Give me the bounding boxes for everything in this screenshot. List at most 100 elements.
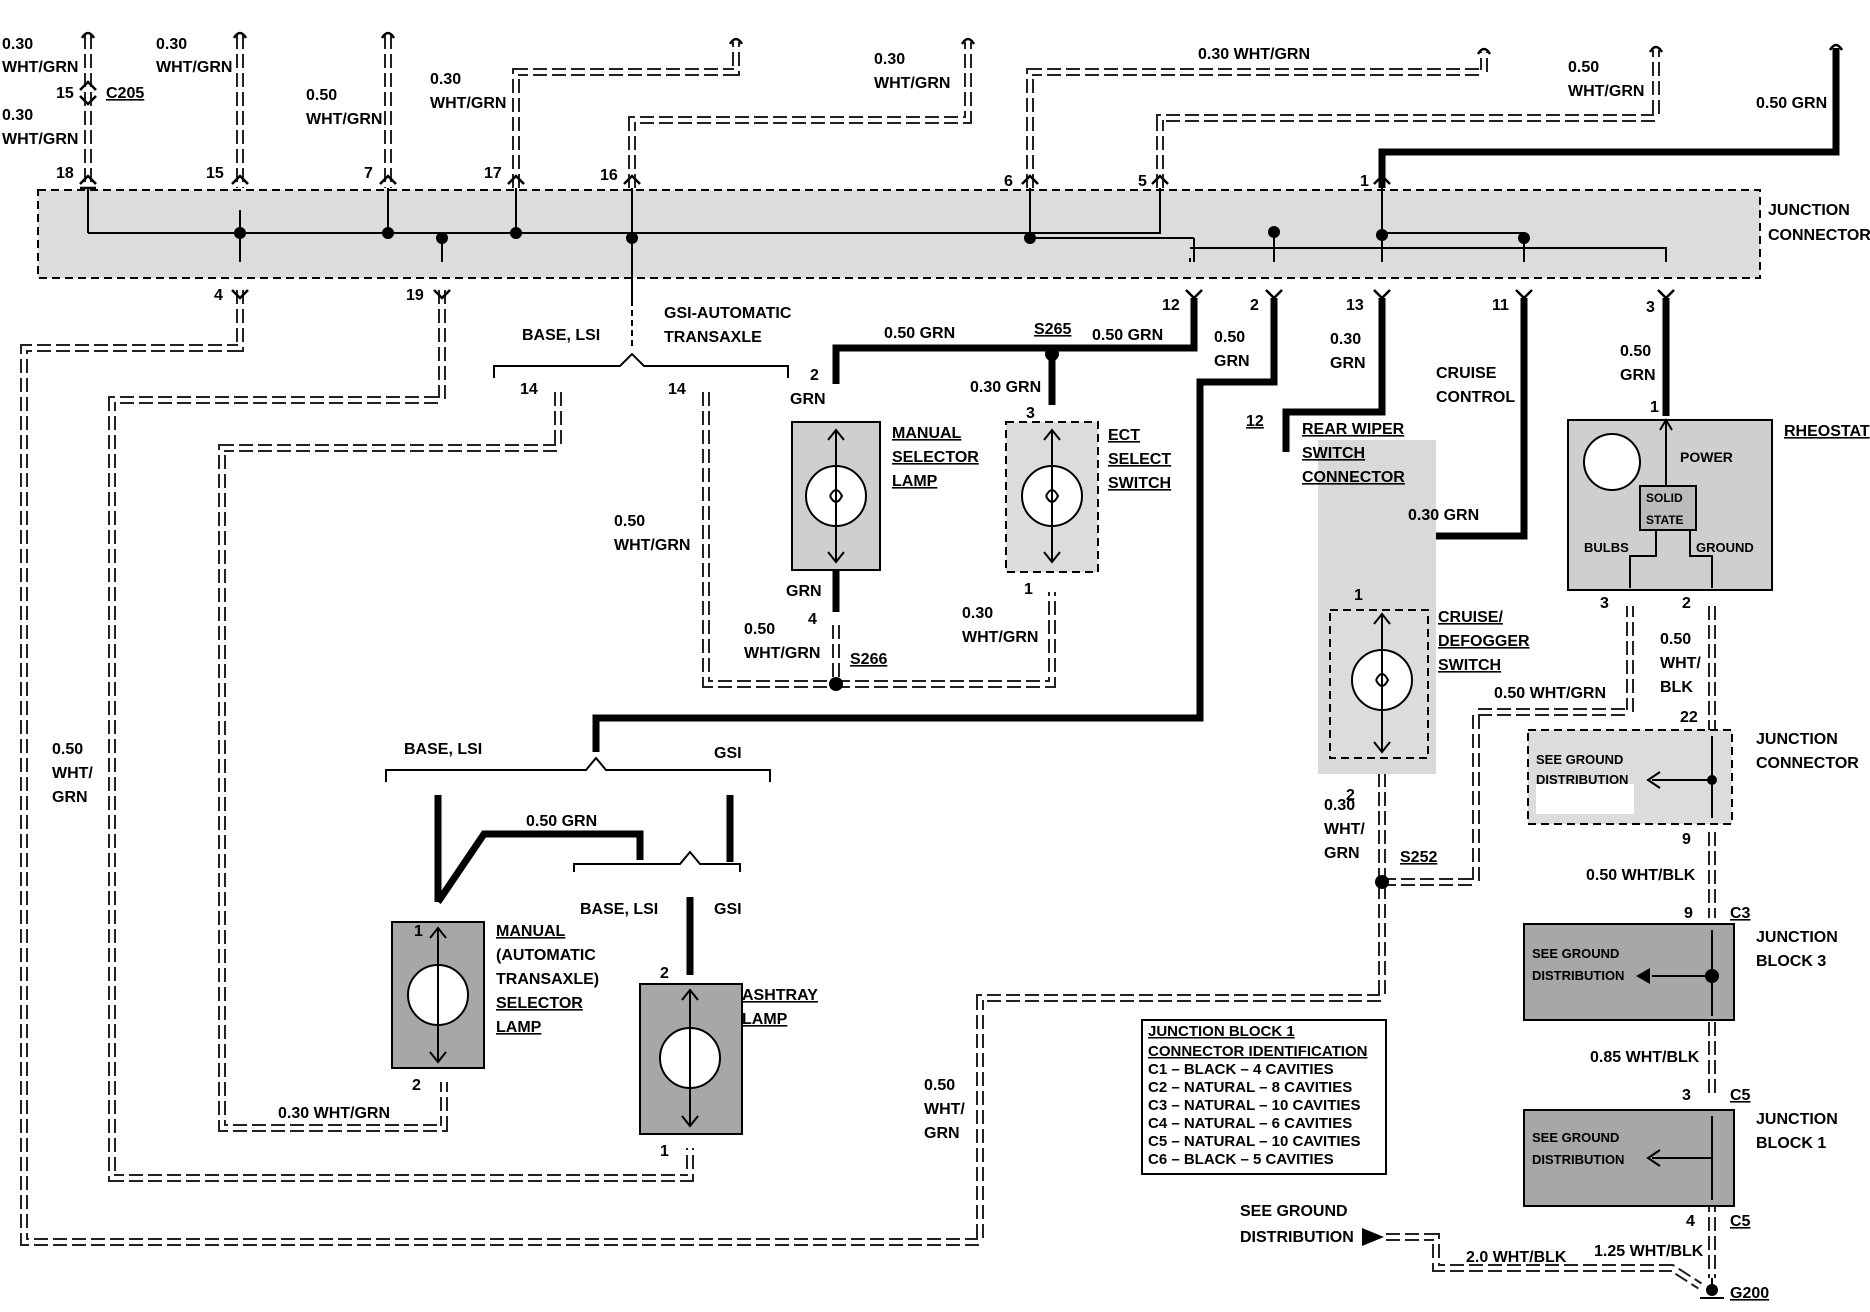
pin-label: 1 xyxy=(414,923,423,940)
component-label: LAMP xyxy=(892,473,938,490)
component-label: DISTRIBUTION xyxy=(1240,1229,1354,1246)
legend-box xyxy=(1141,1019,1387,1175)
pin-label: 4 xyxy=(214,287,223,304)
wire-label: 0.30 xyxy=(2,107,33,124)
component-label: SELECT xyxy=(1108,451,1171,468)
wire-label: GRN xyxy=(790,391,826,408)
component-label: CONNECTOR xyxy=(1302,469,1405,486)
pin-label: 11 xyxy=(1492,297,1509,314)
pin-label: 9 xyxy=(1684,905,1693,922)
pin-label: C5 xyxy=(1730,1087,1751,1104)
component-label: CONNECTOR xyxy=(1756,755,1859,772)
pin-label: 9 xyxy=(1682,831,1691,848)
wire-label: WHT/GRN xyxy=(614,537,690,554)
junction-connector-label-1: JUNCTION xyxy=(1768,202,1850,219)
junction-block-3 xyxy=(1523,923,1735,1021)
pin-label: 3 xyxy=(1026,405,1035,422)
option-label: GSI xyxy=(714,901,742,918)
wire-label: 0.50 xyxy=(1620,343,1651,360)
component-label: BLOCK 1 xyxy=(1756,1135,1826,1152)
wire-label: 0.50 xyxy=(924,1077,955,1094)
splice-s266 xyxy=(829,677,843,691)
wire-label: WHT/GRN xyxy=(874,75,950,92)
wire-label: WHT/GRN xyxy=(962,629,1038,646)
option-label: GSI-AUTOMATIC xyxy=(664,305,792,322)
manual-selector-lamp xyxy=(791,421,881,571)
pin-label: 17 xyxy=(484,165,502,182)
junction-connector-label-2: CONNECTOR xyxy=(1768,227,1870,244)
pin-label: 2 xyxy=(1682,595,1691,612)
pin-label: 4 xyxy=(1686,1213,1695,1230)
wire-label: 0.30 xyxy=(962,605,993,622)
pin-label: 15 xyxy=(206,165,224,182)
legend-row: C3 – NATURAL – 10 CAVITIES xyxy=(1148,1097,1361,1114)
wire-label: GRN xyxy=(924,1125,960,1142)
pin-label: 12 xyxy=(1162,297,1180,314)
pin-label: 1 xyxy=(1360,173,1369,190)
pin-label: 4 xyxy=(808,611,817,628)
option-brackets xyxy=(385,300,789,872)
wire-label: 0.30 GRN xyxy=(970,379,1041,396)
pin-label: 19 xyxy=(406,287,424,304)
component-label: MANUAL xyxy=(496,923,566,940)
wire-label: 0.50 xyxy=(744,621,775,638)
wire-label: WHT/GRN xyxy=(156,59,232,76)
option-label: TRANSAXLE xyxy=(664,329,762,346)
wire-label: 0.50 xyxy=(614,513,645,530)
ground-arrow-icon xyxy=(1362,1228,1384,1246)
wire-label: WHT/ xyxy=(52,765,93,782)
component-label: SWITCH xyxy=(1438,657,1501,674)
component-label: JUNCTION xyxy=(1756,929,1838,946)
pin-label: 7 xyxy=(364,165,373,182)
wire-label: BLK xyxy=(1660,679,1693,696)
wire-label: WHT/ xyxy=(1660,655,1701,672)
component-label: LAMP xyxy=(742,1011,788,1028)
component-label: MANUAL xyxy=(892,425,962,442)
legend-title: JUNCTION BLOCK 1 xyxy=(1148,1023,1295,1040)
splice-s265 xyxy=(1045,347,1059,361)
option-label: CRUISE xyxy=(1436,365,1497,382)
pin-label: 14 xyxy=(520,381,538,398)
component-label: STATE xyxy=(1646,513,1684,527)
component-label: SEE GROUND xyxy=(1536,752,1623,767)
wire-label: 0.30 xyxy=(156,36,187,53)
pin-label: 2 xyxy=(1250,297,1259,314)
junction-block-1 xyxy=(1523,1109,1735,1207)
wire-label: 0.30 xyxy=(430,71,461,88)
wire-label: 0.30 xyxy=(874,51,905,68)
pin-label: 6 xyxy=(1004,173,1013,190)
component-label: DISTRIBUTION xyxy=(1532,1152,1624,1167)
component-label: BULBS xyxy=(1584,540,1629,555)
wire-label: 0.50 GRN xyxy=(1756,95,1827,112)
wire-label: WHT/ xyxy=(924,1101,965,1118)
legend-row: C5 – NATURAL – 10 CAVITIES xyxy=(1148,1133,1361,1150)
component-label: REAR WIPER xyxy=(1302,421,1405,438)
wire-label: GRN xyxy=(52,789,88,806)
wire-label: 0.30 xyxy=(2,36,33,53)
ashtray-lamp xyxy=(639,983,743,1135)
connector-c205-label: C205 xyxy=(106,85,144,102)
component-label: SEE GROUND xyxy=(1532,1130,1619,1145)
pin-label: 16 xyxy=(600,167,618,184)
heavy-wires xyxy=(434,48,1840,975)
pin-label: 13 xyxy=(1346,297,1364,314)
pin-label: 1 xyxy=(1650,399,1659,416)
ect-select-switch xyxy=(1005,421,1099,573)
pin-label: 1 xyxy=(660,1143,669,1160)
option-label: BASE, LSI xyxy=(404,741,482,758)
component-label: SWITCH xyxy=(1108,475,1171,492)
wire-label: WHT/GRN xyxy=(1568,83,1644,100)
component-label: RHEOSTAT xyxy=(1784,423,1870,440)
manual-auto-selector-lamp xyxy=(391,921,485,1069)
wire-label: 2.0 WHT/BLK xyxy=(1466,1249,1567,1266)
pin-label: 3 xyxy=(1682,1087,1691,1104)
wire-label: 1.25 WHT/BLK xyxy=(1594,1243,1704,1260)
component-label: ASHTRAY xyxy=(742,987,818,1004)
wire-label: 0.50 xyxy=(1568,59,1599,76)
splice-s265-label: S265 xyxy=(1034,321,1071,338)
pin-label: 2 xyxy=(412,1077,421,1094)
wire-label: 0.50 xyxy=(306,87,337,104)
pin-label: 3 xyxy=(1646,299,1655,316)
labels: 0.30 WHT/GRN 0.30 WHT/GRN 15 C205 0.30 W… xyxy=(2,36,1870,1302)
